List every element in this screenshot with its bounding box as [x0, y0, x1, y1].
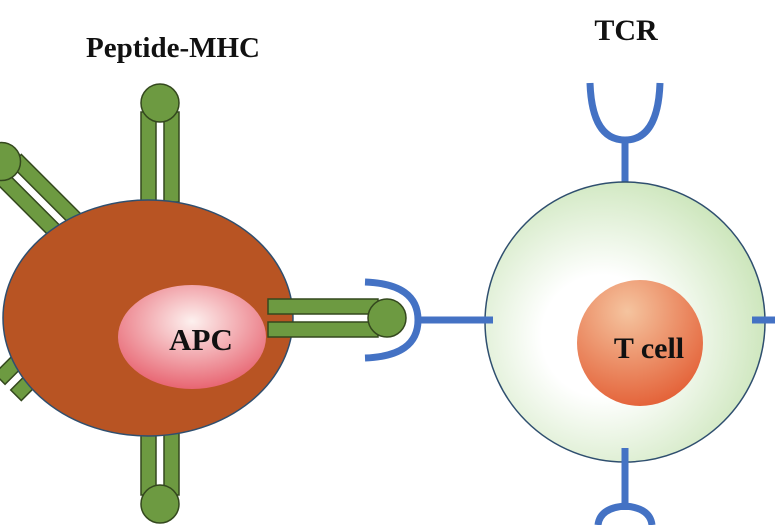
tcr-label: TCR [594, 14, 658, 47]
apc-nucleus [118, 285, 266, 389]
apc-cell [0, 83, 407, 524]
t-cell-nucleus [577, 280, 703, 406]
apc-label: APC [169, 322, 233, 357]
t-cell-label: T cell [614, 332, 684, 365]
mhc-receptor-right [267, 298, 407, 338]
tcr-receptor-bottom [594, 448, 656, 525]
mhc-receptor-top [140, 83, 180, 203]
t-cell [364, 82, 775, 525]
peptide-mhc-label: Peptide-MHC [86, 32, 260, 64]
